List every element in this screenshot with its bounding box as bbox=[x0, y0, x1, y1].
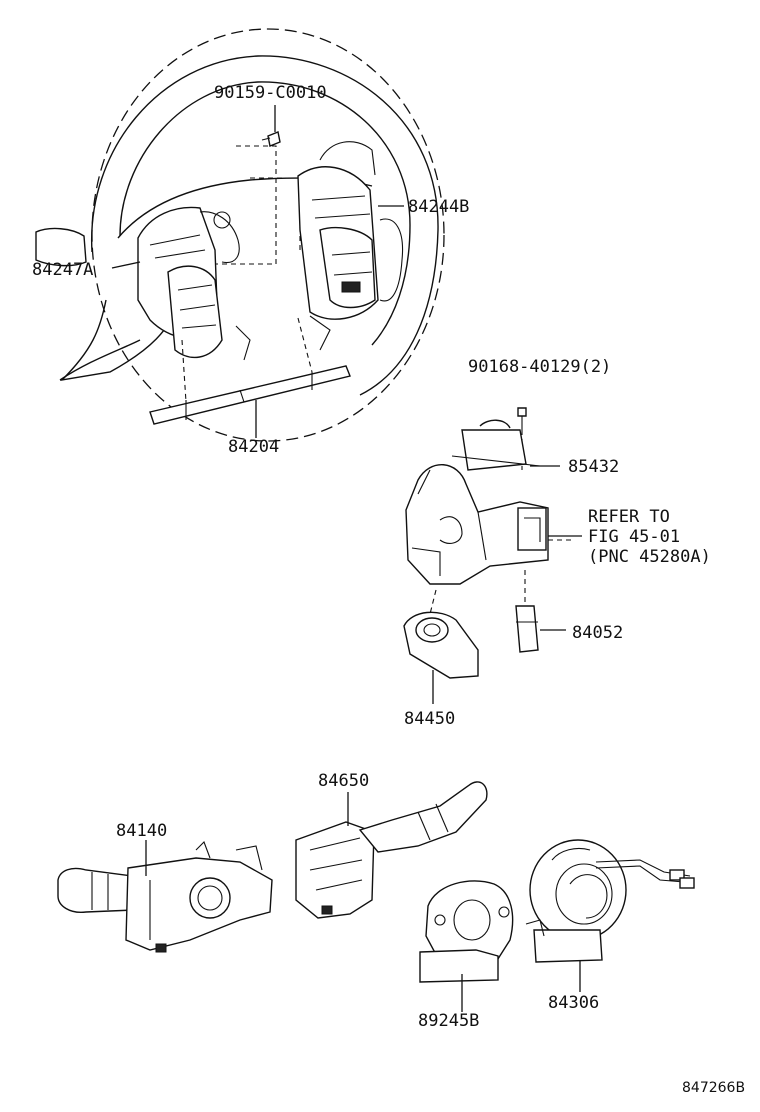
steering-lock-illustration bbox=[403, 407, 574, 679]
part-label-84306: 84306 bbox=[548, 993, 599, 1013]
part-label-90168-40129: 90168-40129(2) bbox=[468, 357, 611, 377]
steering-sensor-illustration bbox=[419, 880, 514, 983]
part-label-84247A: 84247A bbox=[32, 260, 93, 280]
figure-id: 847266B bbox=[682, 1080, 745, 1096]
part-label-84450: 84450 bbox=[404, 709, 455, 729]
wiper-switch-illustration bbox=[295, 781, 488, 919]
part-label-84650: 84650 bbox=[318, 771, 369, 791]
part-label-85432: 85432 bbox=[568, 457, 619, 477]
spiral-cable-illustration bbox=[525, 839, 695, 963]
turn-signal-switch-illustration bbox=[57, 841, 273, 953]
part-label-90159-C0010: 90159-C0010 bbox=[214, 83, 327, 103]
refer-to-line2: FIG 45-01 bbox=[588, 527, 680, 547]
refer-to-line3: (PNC 45280A) bbox=[588, 547, 711, 567]
part-label-89245B: 89245B bbox=[418, 1011, 479, 1031]
part-label-84204: 84204 bbox=[228, 437, 279, 457]
part-label-84140: 84140 bbox=[116, 821, 167, 841]
part-label-84244B: 84244B bbox=[408, 197, 469, 217]
refer-to-line1: REFER TO bbox=[588, 507, 670, 527]
part-label-84052: 84052 bbox=[572, 623, 623, 643]
steering-wheel-illustration bbox=[35, 28, 445, 442]
